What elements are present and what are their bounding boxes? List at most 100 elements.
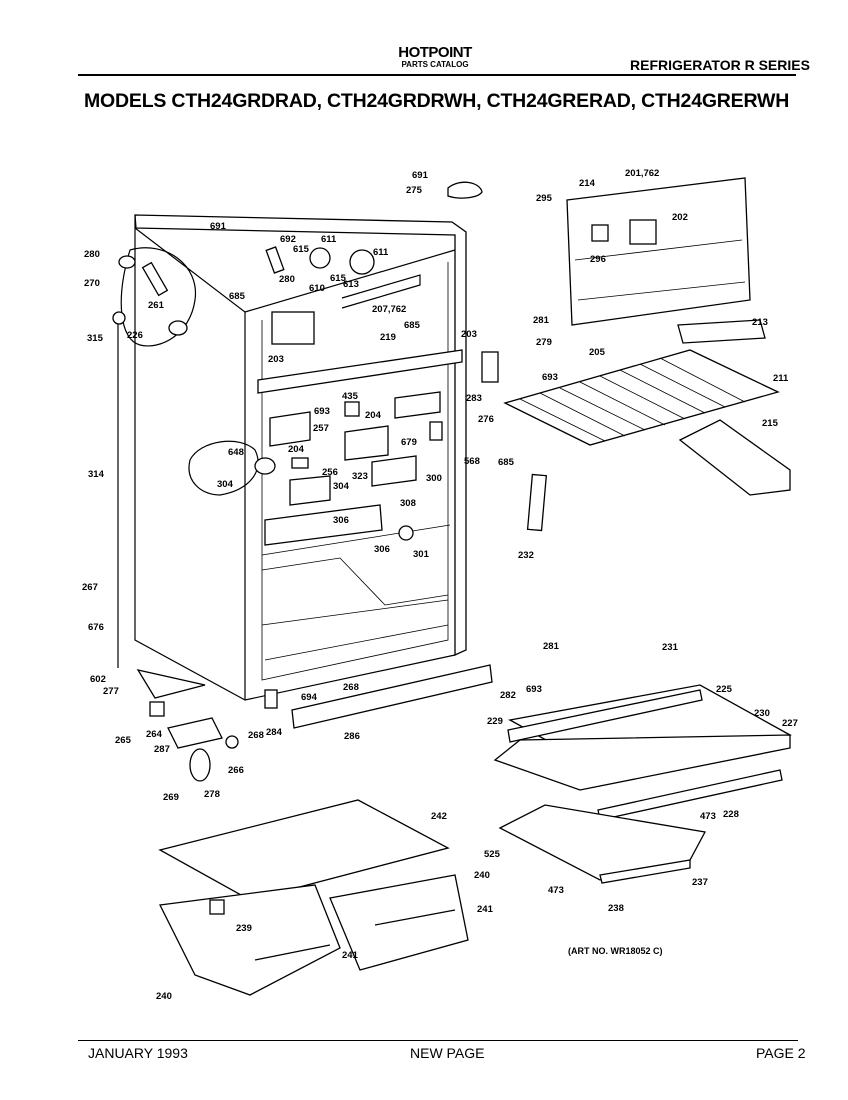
part-label: 264	[146, 729, 163, 740]
crisper-cover-frame	[498, 804, 707, 881]
part-label: 280	[279, 274, 295, 285]
part-label: 295	[536, 193, 553, 204]
models-title: MODELS CTH24GRDRAD, CTH24GRDRWH, CTH24GR…	[84, 90, 790, 112]
light-socket	[289, 475, 331, 506]
part-label: 203	[461, 329, 477, 340]
part-label: 685	[404, 320, 421, 331]
part-label: 268	[343, 682, 359, 693]
fan-motor	[309, 247, 331, 269]
crisper-drawer-left	[159, 884, 341, 996]
part-labels: 691 275 214 201,762 295 202 296 691 692 …	[82, 168, 798, 1002]
center-hinge	[481, 351, 499, 383]
roller-bracket	[167, 717, 223, 749]
part-label: 240	[156, 991, 172, 1002]
part-label: 691	[210, 221, 227, 232]
fan-blade	[349, 249, 375, 275]
part-label: 296	[590, 254, 606, 265]
part-label: 215	[762, 418, 779, 429]
switch-part	[344, 401, 360, 417]
part-label: 265	[115, 735, 132, 746]
part-label: 685	[229, 291, 246, 302]
part-label: 256	[322, 467, 338, 478]
part-label: 275	[406, 185, 423, 196]
wire-shelf-grid	[519, 357, 746, 442]
part-label: 280	[84, 249, 100, 260]
control-knob	[591, 224, 609, 242]
footer-rule	[78, 1040, 798, 1041]
part-label: 213	[752, 317, 768, 328]
footer-page: PAGE 2	[756, 1045, 806, 1061]
shelf-bracket-a	[269, 411, 311, 447]
part-label: 679	[401, 437, 417, 448]
part-label: 204	[365, 410, 382, 421]
leveling-leg-bracket	[136, 669, 206, 699]
part-label: 525	[484, 849, 501, 860]
header-rule	[78, 74, 796, 76]
crisper-rail	[599, 859, 691, 884]
part-label: 323	[352, 471, 368, 482]
top-hinge	[447, 181, 483, 199]
part-label: 230	[754, 708, 770, 719]
part-label: 239	[236, 923, 252, 934]
door-stop	[526, 473, 548, 532]
part-label: 269	[163, 792, 179, 803]
part-label: 300	[426, 473, 442, 484]
part-label: 281	[533, 315, 550, 326]
cap-part	[168, 320, 188, 336]
hinge-part	[141, 261, 169, 297]
control-housing	[344, 425, 389, 461]
damper-part	[254, 457, 276, 475]
footer-date: JANUARY 1993	[88, 1045, 188, 1061]
part-label: 225	[716, 684, 733, 695]
part-label: 238	[608, 903, 624, 914]
shelf-front-trim	[493, 734, 791, 791]
grille-clip	[264, 689, 278, 709]
part-label: 435	[342, 391, 359, 402]
part-label: 473	[548, 885, 564, 896]
part-label: 286	[344, 731, 360, 742]
part-label: 211	[773, 373, 789, 384]
part-label: 602	[90, 674, 106, 685]
part-label: 694	[301, 692, 318, 703]
part-label: 267	[82, 582, 98, 593]
part-label: 241	[342, 950, 359, 961]
part-label: 691	[412, 170, 429, 181]
part-label: 278	[204, 789, 220, 800]
part-label: 304	[333, 481, 350, 492]
hinge-pin	[112, 311, 126, 325]
part-label: 237	[692, 877, 708, 888]
part-label: 301	[413, 549, 430, 560]
shelf-bracket-b	[394, 391, 441, 419]
heater-coil	[341, 274, 421, 309]
part-label: 226	[127, 330, 143, 341]
crisper-drawer-right	[329, 874, 469, 971]
part-label: 201,762	[625, 168, 659, 179]
part-label: 610	[309, 283, 325, 294]
thermostat-part	[429, 421, 443, 441]
shelf-trim	[507, 689, 703, 743]
liner-line-b	[577, 281, 746, 301]
part-label: 227	[782, 718, 798, 729]
part-label: 261	[148, 300, 165, 311]
series-title: REFRIGERATOR R SERIES	[630, 57, 810, 73]
part-label: 611	[321, 234, 337, 245]
part-label: 232	[518, 550, 534, 561]
part-label: 306	[333, 515, 349, 526]
light-switch	[291, 457, 309, 469]
base-grille	[291, 664, 493, 729]
brand-name: HOTPOINT	[398, 44, 472, 61]
brand-subtitle: PARTS CATALOG	[401, 60, 469, 69]
part-label: 282	[500, 690, 516, 701]
part-label: 276	[478, 414, 494, 425]
ice-tray	[677, 319, 766, 344]
control-bracket	[371, 455, 417, 487]
part-label: 306	[374, 544, 390, 555]
door-liner	[566, 177, 751, 326]
part-label: 277	[103, 686, 119, 697]
part-label: 203	[268, 354, 284, 365]
ice-dispenser-part	[629, 219, 657, 245]
part-label: 615	[330, 273, 347, 284]
part-label: 207,762	[372, 304, 406, 315]
footer-note: NEW PAGE	[410, 1045, 485, 1061]
part-label: 270	[84, 278, 100, 289]
